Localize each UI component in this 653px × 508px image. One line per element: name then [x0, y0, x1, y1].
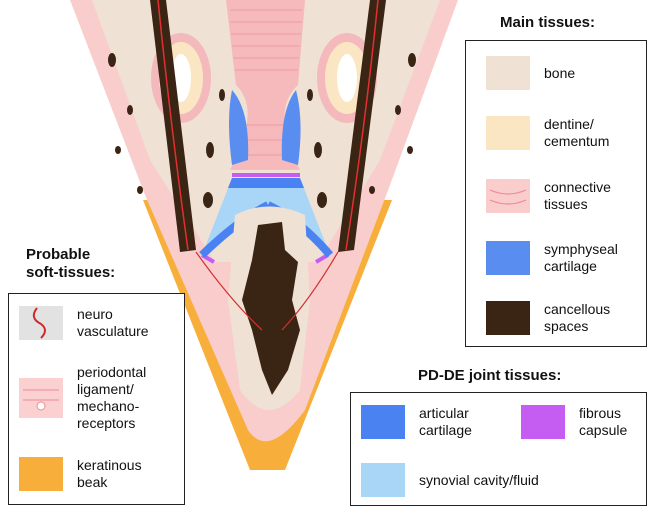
legend-item-fibrous-capsule: fibrous capsule	[521, 405, 627, 439]
synovial-swatch	[361, 463, 405, 497]
legend-label-symphyseal-cartilage: symphyseal cartilage	[544, 241, 618, 275]
main-tissues-heading: Main tissues:	[500, 14, 595, 32]
legend-item-bone: bone	[486, 56, 575, 90]
bone-swatch	[486, 56, 530, 90]
articular-cartilage-swatch	[361, 405, 405, 439]
fibrous-capsule-swatch	[521, 405, 565, 439]
soft-tissues-heading: Probable soft-tissues:	[26, 246, 115, 282]
cancellous-swatch	[486, 301, 530, 335]
soft-tissues-legend: neuro vasculature periodontal ligament/ …	[8, 293, 185, 505]
legend-item-keratinous-beak: keratinous beak	[19, 457, 142, 491]
legend-label-keratinous-beak: keratinous beak	[77, 457, 142, 491]
legend-item-synovial: synovial cavity/fluid	[361, 463, 539, 497]
legend-item-dentine: dentine/ cementum	[486, 116, 609, 150]
legend-item-articular-cartilage: articular cartilage	[361, 405, 472, 439]
joint-tissues-legend: articular cartilage fibrous capsule syno…	[350, 392, 647, 506]
connective-swatch	[486, 179, 530, 213]
legend-label-neurovasculature: neuro vasculature	[77, 306, 149, 340]
dentine-swatch	[486, 116, 530, 150]
legend-item-neurovasculature: neuro vasculature	[19, 306, 149, 340]
neurovasculature-icon	[19, 306, 63, 340]
legend-label-cancellous: cancellous spaces	[544, 301, 610, 335]
legend-label-articular-cartilage: articular cartilage	[419, 405, 472, 439]
legend-item-cancellous: cancellous spaces	[486, 301, 610, 335]
legend-label-periodontal: periodontal ligament/ mechano- receptors	[77, 364, 146, 432]
articular-cartilage	[228, 178, 304, 188]
tooth-right-pulp	[337, 54, 357, 102]
legend-label-connective: connective tissues	[544, 179, 611, 213]
legend-item-connective: connective tissues	[486, 179, 611, 213]
legend-label-fibrous-capsule: fibrous capsule	[579, 405, 627, 439]
legend-label-bone: bone	[544, 65, 575, 82]
legend-label-synovial: synovial cavity/fluid	[419, 472, 539, 489]
legend-label-dentine: dentine/ cementum	[544, 116, 609, 150]
keratinous-beak-swatch	[19, 457, 63, 491]
legend-item-symphyseal-cartilage: symphyseal cartilage	[486, 241, 618, 275]
symphyseal-cartilage-swatch	[486, 241, 530, 275]
legend-item-periodontal: periodontal ligament/ mechano- receptors	[19, 364, 146, 432]
main-tissues-legend: bone dentine/ cementum connective tissue…	[465, 40, 647, 347]
periodontal-ligament-icon	[19, 378, 63, 418]
joint-tissues-heading: PD-DE joint tissues:	[418, 367, 561, 385]
